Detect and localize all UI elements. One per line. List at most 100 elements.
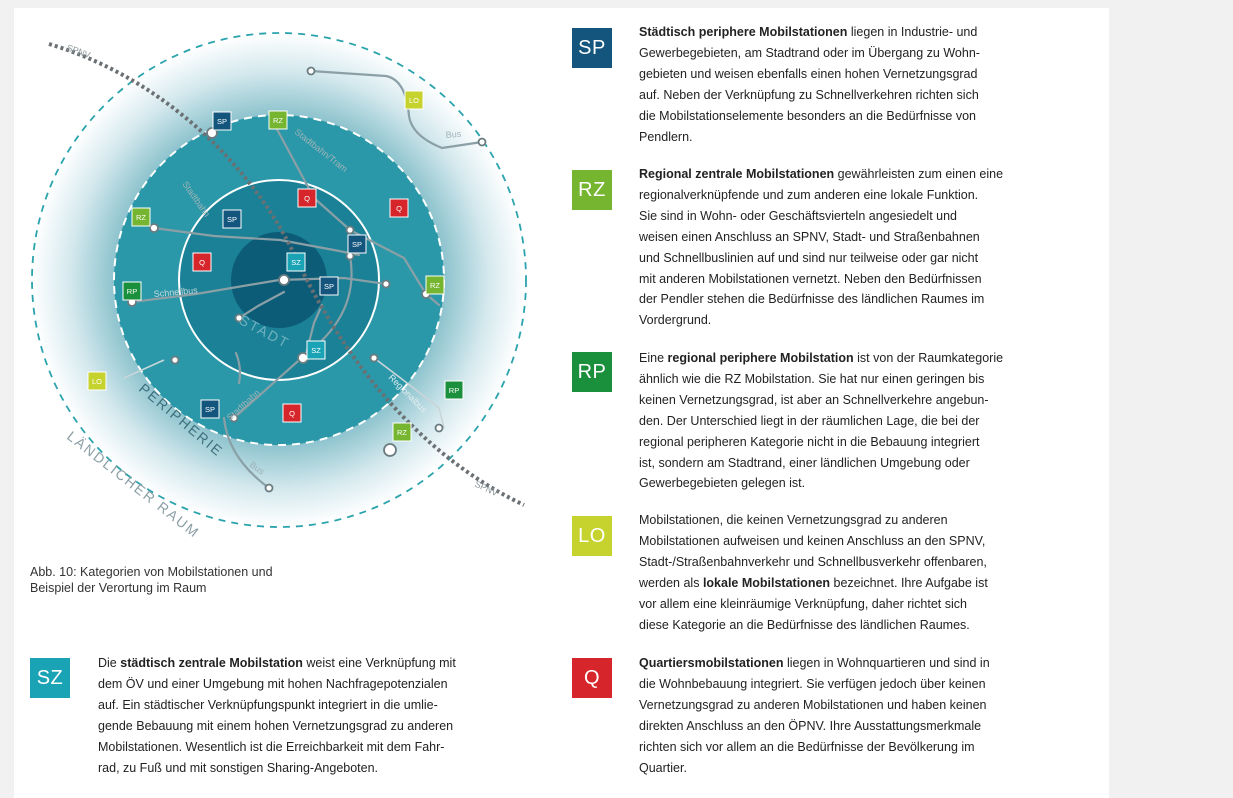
caption-line-2: Beispiel der Verortung im Raum	[30, 581, 207, 595]
station-marker-label: Q	[304, 194, 310, 203]
station-marker-rz: RZ	[425, 275, 445, 295]
sp-title: Städtisch periphere Mobilstationen	[639, 25, 848, 39]
lo-line: Mobilstationen aufweisen und keinen Ansc…	[639, 533, 986, 548]
rz-title: Regional zentrale Mobilstationen	[639, 167, 835, 181]
bus-label-top: Bus	[445, 129, 462, 140]
station-marker-label: RZ	[273, 116, 283, 125]
station-marker-box	[212, 111, 232, 131]
station-marker-label: SP	[324, 282, 334, 291]
station-marker-label: SP	[205, 405, 215, 414]
rp-description: Eine regional periphere Mobilstation ist…	[639, 348, 1099, 494]
node	[345, 225, 355, 235]
sp-line: die Mobilstationselemente besonders an d…	[639, 108, 977, 123]
rz-line: regionalverknüpfende und zum anderen ein…	[639, 187, 979, 202]
station-marker-box	[286, 252, 306, 272]
station-marker-label: SP	[352, 240, 362, 249]
node	[278, 274, 290, 286]
station-marker-sp: SP	[347, 234, 367, 254]
rp-badge: RP	[572, 352, 612, 392]
station-marker-rz: RZ	[268, 110, 288, 130]
rz-line: Sie sind in Wohn- oder Geschäftsvierteln…	[639, 208, 958, 223]
station-marker-box	[192, 252, 212, 272]
station-marker-sp: SP	[200, 399, 220, 419]
sz-badge: SZ	[30, 658, 70, 698]
sz-line: dem ÖV und einer Umgebung mit hohen Nach…	[98, 676, 448, 691]
station-marker-box	[200, 399, 220, 419]
station-marker-box	[392, 422, 412, 442]
station-marker-box	[425, 275, 445, 295]
station-marker-q: Q	[297, 188, 317, 208]
station-marker-box	[122, 281, 142, 301]
rp-line: den. Der Unterschied liegt in der räumli…	[639, 413, 980, 428]
rz-line: und Schnellbuslinien auf und sind nur te…	[639, 250, 979, 265]
station-marker-box	[404, 90, 424, 110]
caption-line-1: Abb. 10: Kategorien von Mobilstationen u…	[30, 565, 273, 579]
station-marker-label: RZ	[397, 428, 407, 437]
rp-line: ist von der Raumkategorie	[857, 351, 1004, 365]
rp-title: regional periphere Mobilstation	[667, 351, 854, 365]
node	[306, 66, 316, 76]
stadtbahn-line-bottom	[232, 303, 324, 420]
station-marker-box	[297, 188, 317, 208]
q-badge: Q	[572, 658, 612, 698]
node	[381, 279, 391, 289]
station-marker-sp: SP	[222, 209, 242, 229]
sz-description: Die städtisch zentrale Mobilstation weis…	[98, 653, 558, 778]
rz-line: der Pendler stehen die Bedürfnisse des l…	[639, 292, 985, 307]
lo-post: bezeichnet. Ihre Aufgabe ist	[833, 575, 988, 590]
rz-line: Vordergrund.	[639, 313, 712, 328]
connector-line	[314, 254, 353, 348]
q-line: richten sich vor allem an die Bedürfniss…	[639, 739, 975, 754]
station-marker-box	[282, 403, 302, 423]
rz-description: Regional zentrale Mobilstationen gewährl…	[639, 164, 1099, 331]
station-marker-lo: LO	[87, 371, 107, 391]
station-marker-box	[444, 380, 464, 400]
station-marker-label: RP	[449, 386, 459, 395]
stadtbahn-line-left	[152, 226, 361, 257]
node	[234, 313, 244, 323]
sp-line: Gewerbegebieten, am Stadtrand oder im Üb…	[639, 45, 980, 60]
rp-line: Gewerbegebieten gelegen ist.	[639, 476, 806, 491]
rp-line: keinen Vernetzungsgrad, ist aber an Schn…	[639, 392, 989, 407]
sz-line: weist eine Verknüpfung mit	[306, 656, 456, 670]
lo-line: diese Kategorie an die Bedürfnisse des l…	[639, 617, 970, 632]
document-page: SPNV SPNV Bus Bus Stadtbahn/Tram Stadtba…	[14, 8, 1109, 798]
sz-title: städtisch zentrale Mobilstation	[120, 656, 303, 670]
station-marker-sp: SP	[319, 276, 339, 296]
station-marker-box	[319, 276, 339, 296]
rp-line: ähnlich wie die RZ Mobilstation. Sie hat…	[639, 371, 985, 386]
node	[369, 353, 379, 363]
spnv-label-bottom: SPNV	[473, 479, 499, 498]
rz-line: mit anderen Mobilstationen vernetzt. Neb…	[639, 271, 982, 286]
spoke-line	[237, 290, 286, 320]
mobility-station-diagram: SPNV SPNV Bus Bus Stadtbahn/Tram Stadtba…	[31, 32, 527, 541]
rp-line: regional peripheren Kategorie nicht in d…	[639, 434, 980, 449]
q-title: Quartiersmobilstationen	[639, 656, 784, 670]
sp-line: gebieten und weisen ebenfalls einen hohe…	[639, 66, 978, 81]
lo-badge: LO	[572, 516, 612, 556]
lo-line: vor allem eine kleinräumige Verknüpfung,…	[639, 596, 967, 611]
node	[345, 251, 355, 261]
sz-pre: Die	[98, 656, 117, 670]
station-marker-label: SZ	[291, 258, 301, 267]
lo-line: Stadt-/Straßenbahnverkehr und Schnellbus…	[639, 554, 987, 569]
q-line: liegen in Wohnquartieren und sind in	[786, 656, 990, 670]
node	[264, 483, 274, 493]
rz-badge: RZ	[572, 170, 612, 210]
station-marker-box	[87, 371, 107, 391]
q-line: die Wohnbebauung integriert. Sie verfüge…	[639, 676, 986, 691]
station-marker-label: RP	[127, 287, 137, 296]
node	[149, 223, 159, 233]
station-marker-label: SP	[217, 117, 227, 126]
lo-pre: werden als	[639, 575, 700, 590]
spnv-label-top: SPNV	[65, 42, 91, 60]
station-marker-box	[347, 234, 367, 254]
node	[434, 423, 444, 433]
station-marker-box	[389, 198, 409, 218]
figure-caption: Abb. 10: Kategorien von Mobilstationen u…	[30, 564, 360, 596]
lo-title: lokale Mobilstationen	[702, 575, 831, 590]
sz-line: rad, zu Fuß und mit sonstigen Sharing-An…	[98, 760, 379, 775]
lo-description: Mobilstationen, die keinen Vernetzungsgr…	[639, 510, 1099, 635]
local-link	[234, 351, 242, 385]
sz-line: Mobilstationen. Wesentlich ist die Errei…	[98, 739, 445, 754]
